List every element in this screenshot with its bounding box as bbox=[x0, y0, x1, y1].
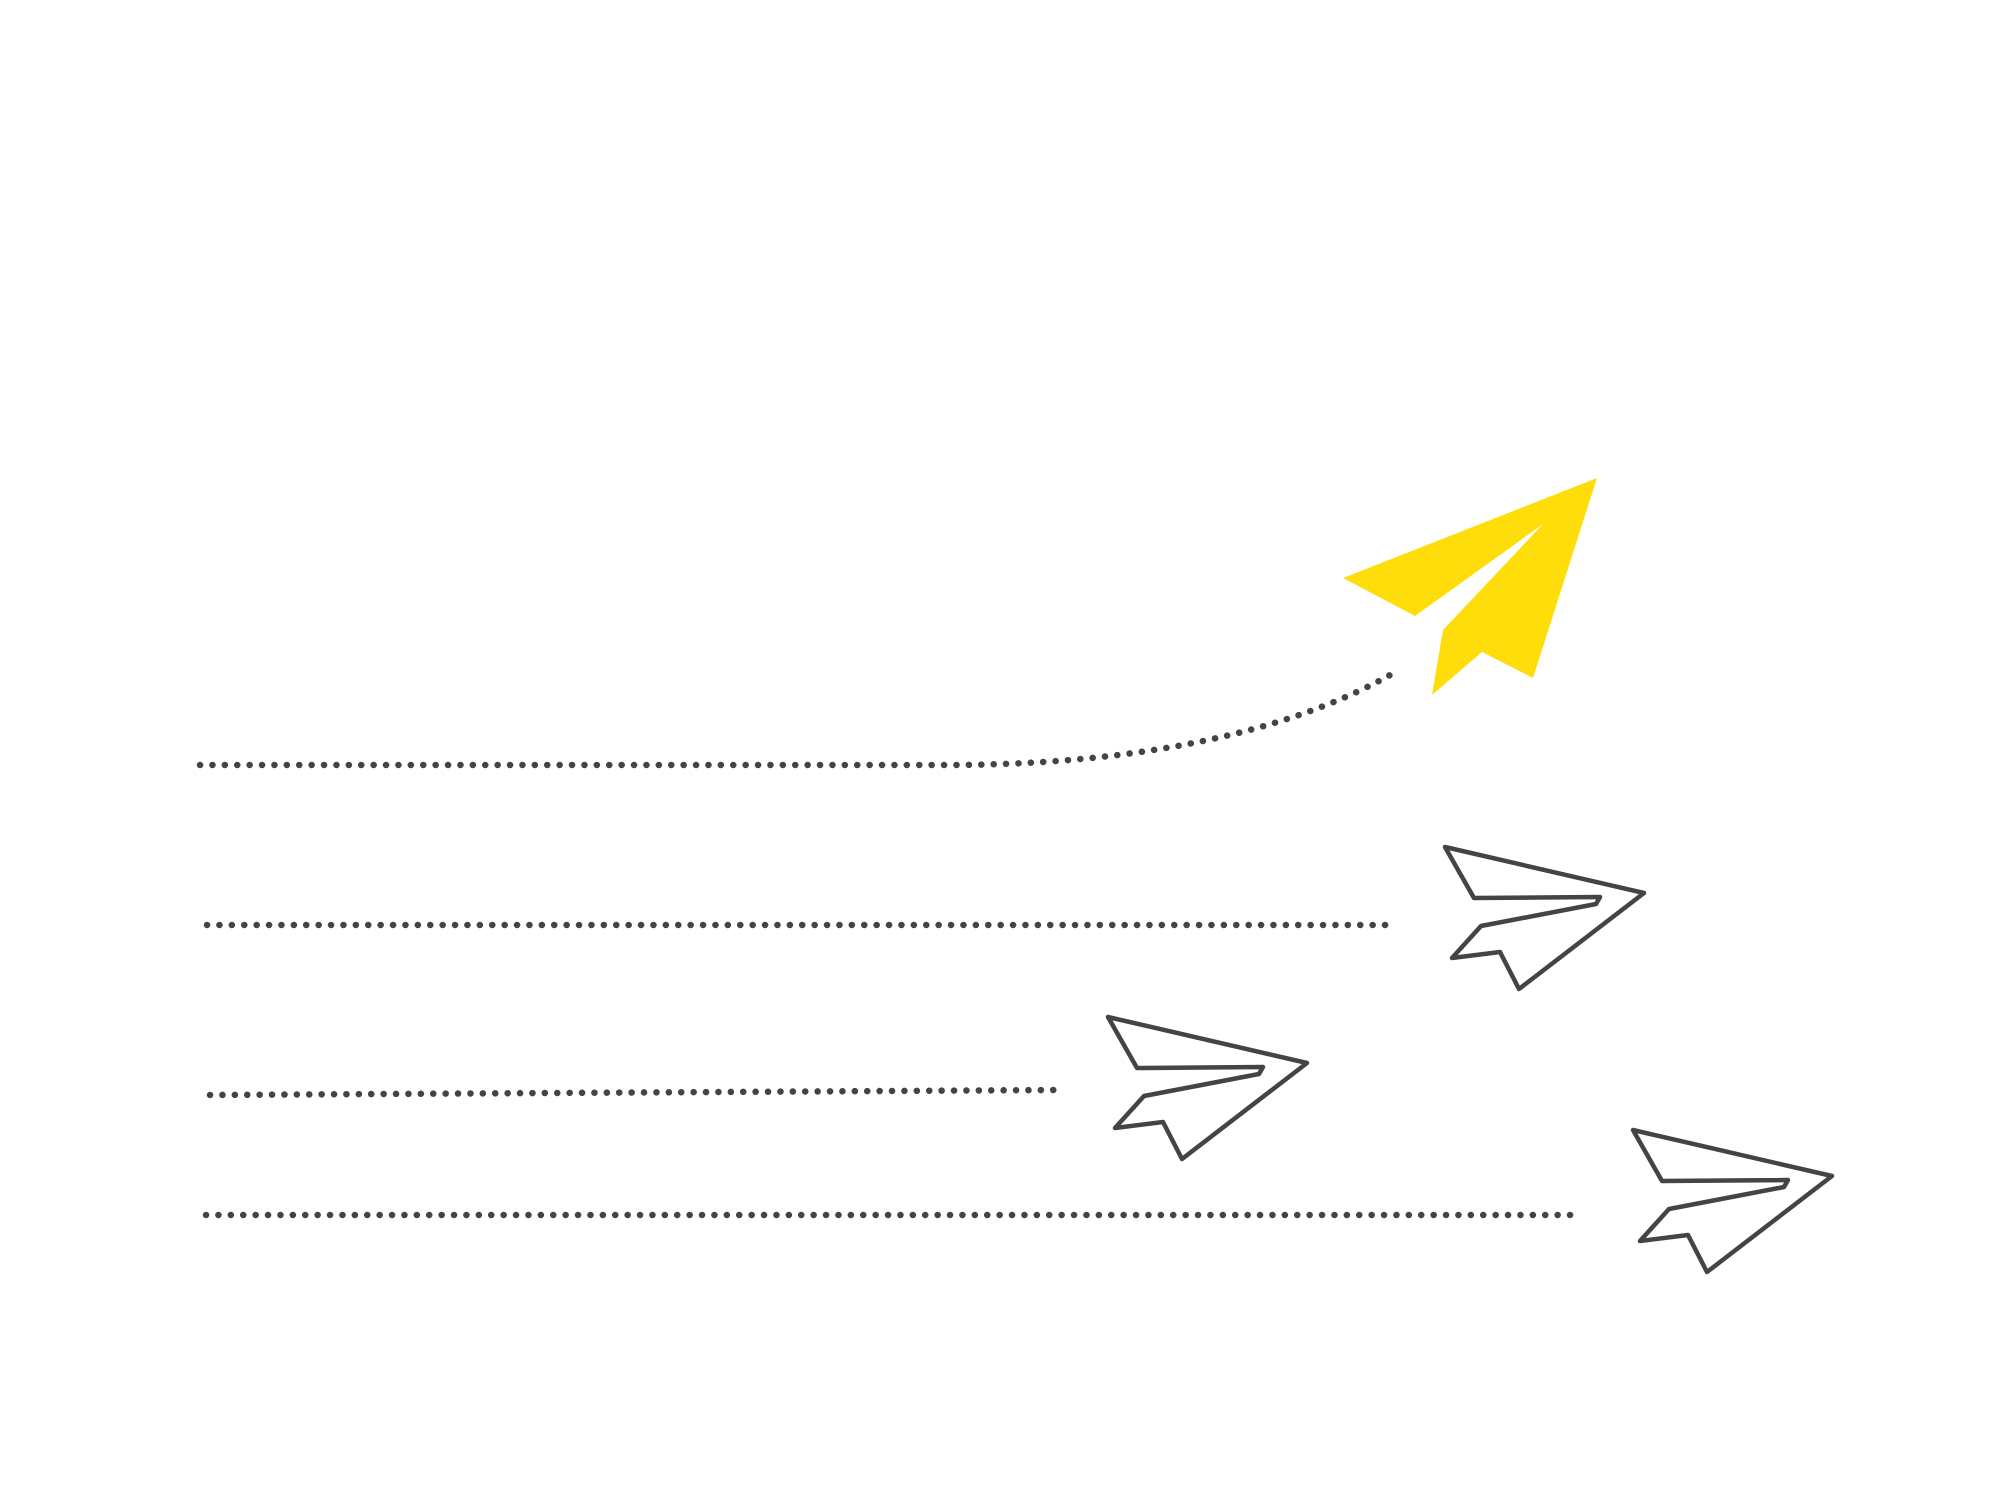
follower-2-flight-trail bbox=[206, 1086, 1059, 1099]
follower-3-plane-outline bbox=[1630, 1127, 1835, 1275]
paper-plane-outline-icon bbox=[1630, 1127, 1835, 1275]
follower-1-plane-outline bbox=[1442, 844, 1647, 992]
leader-plane-body bbox=[1343, 478, 1597, 695]
leader-flight-trail bbox=[196, 671, 1394, 769]
paper-plane-outline-icon bbox=[1442, 844, 1647, 992]
paper-plane-outline-icon bbox=[1105, 1014, 1310, 1162]
paper-plane-filled-icon bbox=[1343, 478, 1597, 695]
follower-2-plane-outline bbox=[1105, 1014, 1310, 1162]
